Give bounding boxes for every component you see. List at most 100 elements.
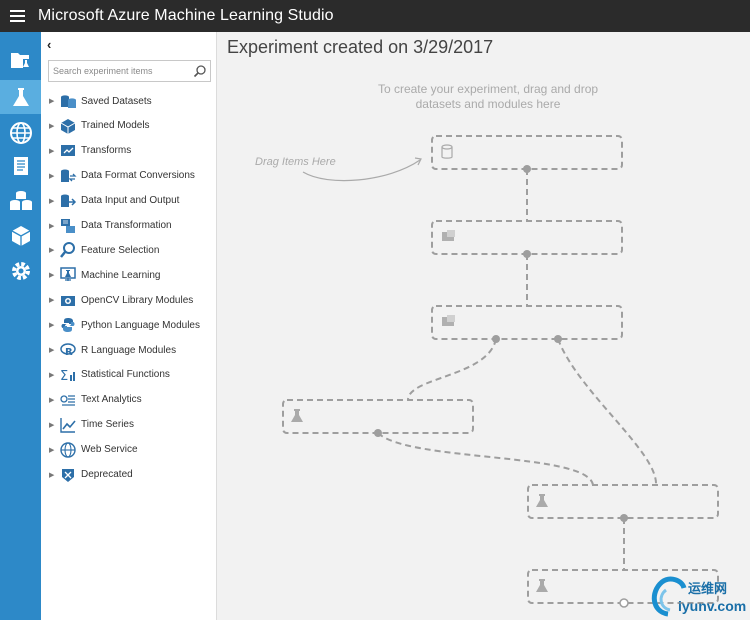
opencv-icon	[61, 296, 75, 307]
expand-arrow-icon[interactable]: ▶	[49, 396, 55, 404]
experiment-title[interactable]: Experiment created on 3/29/2017	[227, 37, 494, 57]
flask-placeholder-icon	[291, 409, 548, 592]
palette-item-label: Time Series	[81, 419, 134, 431]
data-transformation-icon	[61, 218, 75, 233]
drag-items-hint: Drag Items Here	[255, 156, 336, 168]
expand-arrow-icon[interactable]: ▶	[49, 122, 55, 130]
data-format-icon	[61, 169, 77, 182]
palette-item-label: Python Language Modules	[81, 319, 200, 331]
placeholder-module-3	[431, 305, 623, 340]
palette-item-label: Data Format Conversions	[81, 170, 195, 182]
svg-text:Σ: Σ	[60, 369, 68, 384]
palette-item[interactable]: ▶ Time Series	[41, 413, 217, 437]
palette-item-label: Trained Models	[81, 120, 150, 132]
expand-arrow-icon[interactable]: ▶	[49, 272, 55, 280]
transforms-icon	[61, 144, 75, 156]
palette-item-label: Machine Learning	[81, 269, 161, 281]
palette-item-label: Statistical Functions	[81, 369, 170, 381]
trained-models-icon[interactable]	[0, 219, 41, 253]
app-title: Microsoft Azure Machine Learning Studio	[38, 7, 334, 24]
expand-arrow-icon[interactable]: ▶	[49, 172, 55, 180]
expand-arrow-icon[interactable]: ▶	[49, 297, 55, 305]
watermark-logo: 运维网 iyunv.com	[648, 574, 748, 618]
expand-arrow-icon[interactable]: ▶	[49, 222, 55, 230]
python-icon	[61, 318, 75, 333]
search-icon[interactable]	[193, 64, 207, 78]
web-services-icon[interactable]	[0, 116, 41, 150]
palette-item-label: Deprecated	[81, 469, 133, 480]
expand-arrow-icon[interactable]: ▶	[49, 322, 55, 330]
machine-learning-icon	[60, 267, 76, 282]
text-analytics-icon	[60, 395, 75, 406]
palette-item[interactable]: ▶ Python Language Modules	[41, 313, 217, 337]
palette-item[interactable]: ▶ Saved Datasets	[41, 89, 217, 113]
palette-item[interactable]: ▶ Transforms	[41, 139, 217, 163]
placeholder-module-2	[431, 220, 623, 255]
experiment-canvas[interactable]: Experiment created on 3/29/2017 To creat…	[218, 32, 750, 620]
experiments-icon[interactable]	[0, 80, 41, 114]
palette-item[interactable]: ▶ Trained Models	[41, 114, 217, 138]
palette-item-label: Feature Selection	[81, 244, 160, 256]
r-language-icon: R	[60, 343, 76, 358]
watermark-swirl-icon	[651, 576, 687, 617]
palette-item-label: Data Transformation	[81, 220, 172, 231]
palette-item[interactable]: ▶ Data Transformation	[41, 214, 217, 238]
palette-item-label: OpenCV Library Modules	[81, 294, 194, 306]
expand-arrow-icon[interactable]: ▶	[49, 371, 55, 379]
saved-datasets-icon	[61, 95, 76, 108]
expand-arrow-icon[interactable]: ▶	[49, 421, 55, 429]
placeholder-module-left	[282, 399, 474, 434]
expand-arrow-icon[interactable]: ▶	[49, 98, 55, 105]
dataset-placeholder-icon	[441, 144, 453, 159]
watermark-cn: 运维网	[688, 581, 728, 596]
expand-arrow-icon[interactable]: ▶	[49, 197, 55, 205]
placeholder-module-right	[527, 484, 719, 519]
collapse-palette-icon[interactable]: ‹	[47, 37, 52, 52]
deprecated-icon	[62, 468, 74, 482]
palette-item-label: R Language Modules	[81, 344, 177, 356]
datasets-icon[interactable]	[0, 184, 41, 218]
hamburger-menu-icon[interactable]	[0, 0, 34, 32]
settings-gear-icon[interactable]	[0, 254, 41, 288]
statistical-functions-icon: Σ	[60, 369, 75, 384]
canvas-hint: To create your experiment, drag and drop…	[358, 82, 618, 112]
palette-item[interactable]: ▶ Deprecated	[41, 463, 217, 487]
palette-item-label: Saved Datasets	[81, 95, 152, 107]
module-placeholder-icon	[442, 230, 455, 326]
search-input[interactable]	[49, 61, 187, 81]
feature-selection-icon	[60, 242, 75, 259]
web-service-icon	[60, 441, 76, 458]
left-nav-rail	[0, 32, 41, 620]
watermark-url: iyunv.com	[678, 598, 747, 614]
placeholder-flow	[282, 135, 719, 608]
expand-arrow-icon[interactable]: ▶	[49, 147, 55, 155]
palette-item[interactable]: ▶ Web Service	[41, 438, 217, 462]
palette-item-label: Transforms	[81, 145, 132, 157]
palette-item[interactable]: ▶ Text Analytics	[41, 388, 217, 412]
time-series-icon	[60, 417, 76, 433]
data-io-icon	[61, 194, 77, 207]
palette-item[interactable]: ▶ OpenCV Library Modules	[41, 288, 217, 312]
expand-arrow-icon[interactable]: ▶	[49, 446, 55, 454]
expand-arrow-icon[interactable]: ▶	[49, 247, 55, 255]
palette-item[interactable]: ▶ Σ Statistical Functions	[41, 363, 217, 387]
palette-item[interactable]: ▶ Machine Learning	[41, 263, 217, 287]
canvas-hint-line1: To create your experiment, drag and drop	[377, 82, 599, 96]
palette-item[interactable]: ▶ Data Format Conversions	[41, 164, 217, 188]
trained-models-icon	[60, 118, 76, 134]
svg-text:R: R	[65, 347, 73, 358]
palette-item-label: Web Service	[81, 444, 138, 456]
expand-arrow-icon[interactable]: ▶	[49, 471, 55, 479]
placeholder-module-dataset	[431, 135, 623, 170]
palette-item[interactable]: ▶ Data Input and Output	[41, 189, 217, 213]
projects-icon[interactable]	[0, 43, 41, 77]
expand-arrow-icon[interactable]: ▶	[49, 347, 55, 354]
palette-item[interactable]: ▶ Feature Selection	[41, 238, 217, 262]
module-palette: ‹ ▶ Saved Datasets ▶ Trained Models ▶ Transfo…	[41, 32, 217, 620]
palette-item-label: Text Analytics	[81, 394, 142, 406]
notebooks-icon[interactable]	[0, 149, 41, 183]
palette-item-label: Data Input and Output	[81, 195, 180, 207]
palette-item[interactable]: ▶ R R Language Modules	[41, 338, 217, 362]
top-bar: Microsoft Azure Machine Learning Studio	[0, 0, 750, 32]
canvas-hint-line2: datasets and modules here	[415, 97, 561, 111]
